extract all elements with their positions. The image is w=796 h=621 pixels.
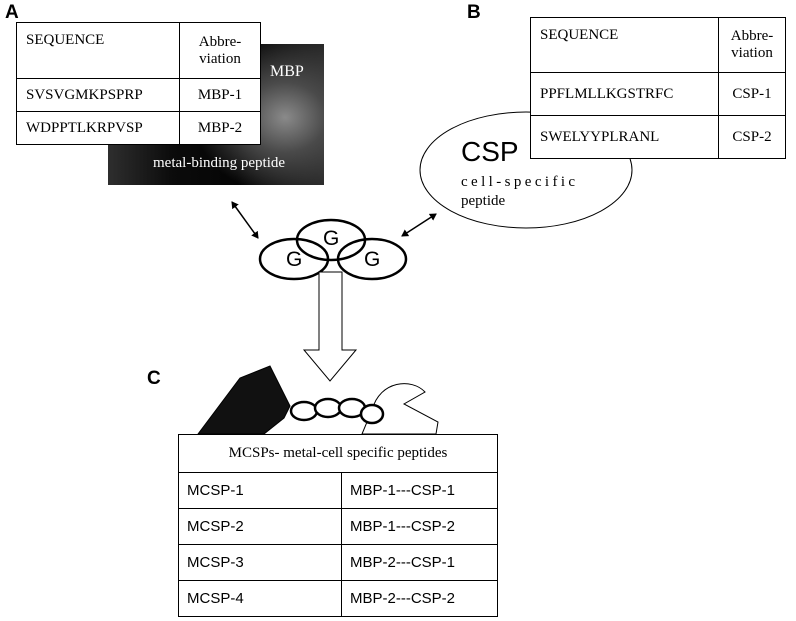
mcsp-name-cell: MCSP-3 <box>178 544 342 581</box>
chain-link <box>289 400 319 422</box>
csp-sequence-table: SEQUENCE Abbre- viation PPFLMLLKGSTRFC C… <box>530 17 786 159</box>
linker-chain <box>289 397 385 425</box>
chain-link <box>359 403 385 425</box>
table-row: SWELYYPLRANL CSP-2 <box>530 115 786 159</box>
abbreviation-header-line2: viation <box>199 50 241 67</box>
csp-subtitle-line2: peptide <box>461 193 506 209</box>
table-row: PPFLMLLKGSTRFC CSP-1 <box>530 72 786 116</box>
sequence-header: SEQUENCE <box>16 22 180 79</box>
csp-subtitle-line1: cell-specific <box>461 174 579 190</box>
mbp-label: MBP <box>270 63 304 80</box>
mcsp-name-cell: MCSP-2 <box>178 508 342 545</box>
mbp-sequence-table: SEQUENCE Abbre- viation SVSVGMKPSPRP MBP… <box>16 22 261 145</box>
table-title-row: MCSPs- metal-cell specific peptides <box>178 434 498 473</box>
abbreviation-header: Abbre- viation <box>179 22 261 79</box>
abbreviation-cell: MBP-1 <box>179 78 261 112</box>
panel-label-b: B <box>467 2 481 23</box>
double-arrow-right <box>401 213 437 237</box>
sequence-cell: WDPPTLKRPVSP <box>16 111 180 145</box>
table-header-row: SEQUENCE Abbre- viation <box>530 17 786 73</box>
table-header-row: SEQUENCE Abbre- viation <box>16 22 261 79</box>
sequence-header: SEQUENCE <box>530 17 719 73</box>
down-arrow <box>302 271 358 382</box>
panel-label-c: C <box>147 368 161 389</box>
glycine-ring <box>258 237 330 281</box>
mcsp-name-cell: MCSP-1 <box>178 472 342 509</box>
sequence-cell: SWELYYPLRANL <box>530 115 719 159</box>
chain-link <box>313 397 343 419</box>
table-row: MCSP-3 MBP-2---CSP-1 <box>178 544 498 581</box>
table-row: MCSP-1 MBP-1---CSP-1 <box>178 472 498 509</box>
mbp-block-shape <box>197 365 291 435</box>
mcsp-table-title: MCSPs- metal-cell specific peptides <box>178 434 498 473</box>
csp-notched-shape <box>361 383 439 435</box>
mcsp-name-cell: MCSP-4 <box>178 580 342 617</box>
abbreviation-header-line1: Abbre- <box>198 33 242 50</box>
sequence-cell: PPFLMLLKGSTRFC <box>530 72 719 116</box>
csp-title: CSP <box>461 136 519 167</box>
abbreviation-header-line1: Abbre- <box>730 28 774 44</box>
double-arrow-left <box>231 201 259 239</box>
abbreviation-cell: CSP-2 <box>718 115 786 159</box>
mcsp-combo-cell: MBP-1---CSP-2 <box>341 508 498 545</box>
glycine-linker <box>258 218 408 281</box>
mcsp-table: MCSPs- metal-cell specific peptides MCSP… <box>178 434 498 617</box>
abbreviation-cell: MBP-2 <box>179 111 261 145</box>
abbreviation-header-line2: viation <box>731 45 773 61</box>
mbp-caption: metal-binding peptide <box>153 155 286 171</box>
glycine-letter: G <box>364 248 381 271</box>
mcsp-combo-cell: MBP-2---CSP-1 <box>341 544 498 581</box>
abbreviation-header: Abbre- viation <box>718 17 786 73</box>
mcsp-combo-cell: MBP-1---CSP-1 <box>341 472 498 509</box>
mcsp-combo-cell: MBP-2---CSP-2 <box>341 580 498 617</box>
table-row: MCSP-4 MBP-2---CSP-2 <box>178 580 498 617</box>
glycine-letter: G <box>323 227 340 250</box>
table-row: MCSP-2 MBP-1---CSP-2 <box>178 508 498 545</box>
glycine-ring <box>336 237 408 281</box>
glycine-letter: G <box>286 248 303 271</box>
abbreviation-cell: CSP-1 <box>718 72 786 116</box>
table-row: WDPPTLKRPVSP MBP-2 <box>16 111 261 145</box>
panel-label-a: A <box>5 2 19 23</box>
